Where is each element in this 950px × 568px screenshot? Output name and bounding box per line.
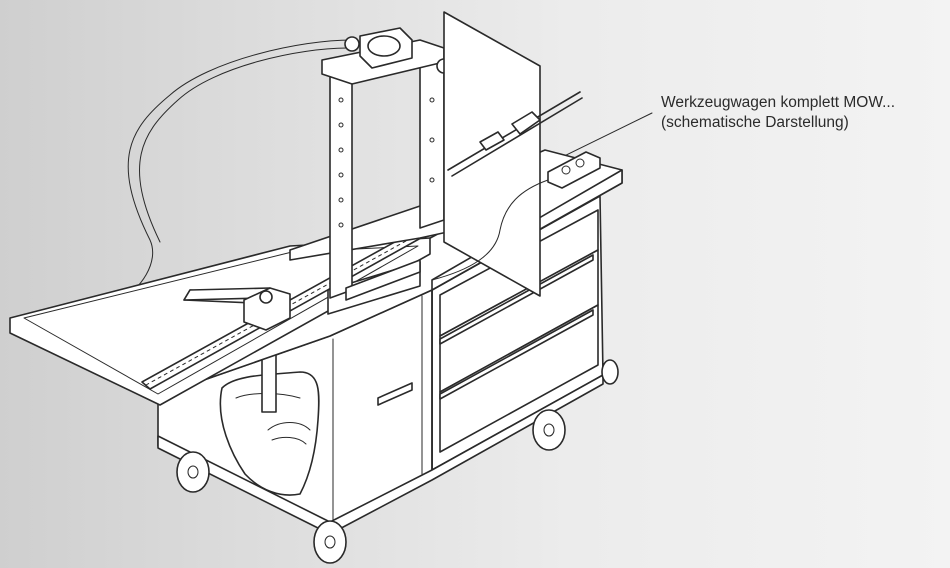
cart-base-rim bbox=[157, 374, 604, 535]
extension-table-inner bbox=[23, 245, 419, 395]
drawer-handle-1 bbox=[439, 254, 594, 345]
caption-line-2: (schematische Darstellung) bbox=[661, 114, 849, 131]
frame-holes bbox=[338, 97, 435, 228]
cabinet-hose bbox=[219, 371, 320, 496]
power-cable bbox=[119, 39, 353, 301]
motor-knob-left bbox=[344, 36, 360, 52]
control-cable bbox=[431, 179, 549, 281]
spindle-coupler bbox=[479, 131, 505, 151]
drawer-3 bbox=[439, 304, 599, 453]
wheel-left bbox=[176, 451, 210, 493]
clamp-knob bbox=[259, 290, 273, 304]
spindle-collar bbox=[511, 111, 541, 135]
spindle-rod bbox=[447, 91, 581, 171]
control-button-1 bbox=[561, 165, 571, 175]
wheel-right bbox=[532, 409, 566, 451]
clamp-block bbox=[243, 287, 291, 331]
cabinet-door-handle bbox=[377, 382, 413, 406]
spindle-rod-2 bbox=[451, 97, 583, 177]
diagram-caption: Werkzeugwagen komplett MOW... (schematis… bbox=[661, 93, 895, 133]
motor-cap bbox=[367, 35, 401, 57]
back-shield bbox=[443, 11, 541, 297]
frame-left-post bbox=[329, 61, 353, 299]
wheel-back bbox=[601, 359, 619, 385]
support-column bbox=[261, 351, 277, 413]
wheel-front bbox=[313, 520, 347, 564]
caption-line-1: Werkzeugwagen komplett MOW... bbox=[661, 94, 896, 111]
control-box bbox=[547, 151, 601, 189]
drawer-handle-2 bbox=[439, 309, 594, 400]
control-button-2 bbox=[575, 158, 585, 168]
frame-bottom-beam bbox=[345, 259, 421, 301]
